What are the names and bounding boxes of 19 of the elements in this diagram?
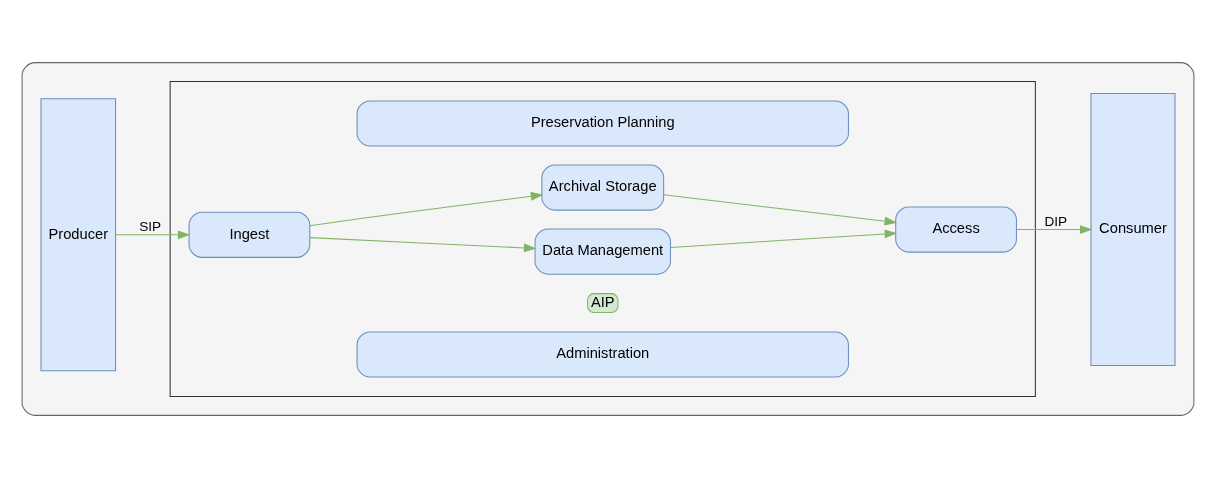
arrow — [115, 229, 191, 239]
edge-label: DIP — [1044, 213, 1068, 229]
node-box: Producer — [40, 97, 117, 371]
node-box: Ingest — [188, 211, 311, 258]
arrow — [1016, 224, 1093, 234]
node-box: Archival Storage — [541, 163, 665, 211]
node-box: Consumer — [1090, 92, 1176, 366]
node-box: Administration — [356, 330, 849, 378]
arrow — [670, 229, 898, 248]
arrow — [309, 191, 544, 226]
arrow — [663, 193, 898, 226]
edge-label: SIP — [139, 218, 162, 234]
cluster — [169, 80, 1036, 397]
arrow — [309, 236, 537, 252]
node-box: Preservation Planning — [356, 99, 849, 147]
cluster — [21, 61, 1195, 416]
node-box: Access — [895, 205, 1017, 253]
node-box: Data Management — [534, 228, 671, 275]
node-box: AIP — [587, 292, 619, 313]
